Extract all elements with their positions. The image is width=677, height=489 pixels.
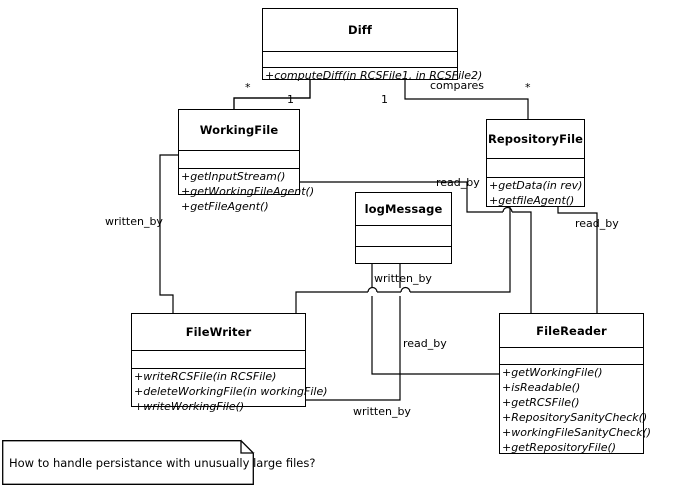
- class-name-logmessage: logMessage: [356, 193, 451, 226]
- class-attributes-logmessage: [356, 226, 451, 247]
- class-box-repositoryfile[interactable]: RepositoryFile +getData(in rev) +getfile…: [486, 119, 585, 207]
- assoc-line-hop-a: [502, 206, 513, 213]
- assoc-repositoryfile-filewriter-line-3[interactable]: [295, 291, 368, 313]
- class-name-filereader: FileReader: [500, 314, 643, 348]
- assoc-line-hop-c: [367, 286, 378, 293]
- note-outline: [3, 441, 254, 485]
- class-name-filewriter: FileWriter: [132, 314, 305, 351]
- class-attributes-repositoryfile: [487, 159, 584, 178]
- operation-item: +getWorkingFile(): [502, 366, 603, 379]
- edge-label-written-by-filewriter: written_by: [353, 405, 411, 418]
- assoc-repositoryfile-filewriter-line[interactable]: [410, 207, 511, 293]
- edge-label-read-by-workingfile: read_by: [436, 176, 480, 189]
- assoc-workingfile-filereader-line[interactable]: [300, 181, 503, 213]
- class-box-workingfile[interactable]: WorkingFile +getInputStream() +getWorkin…: [178, 109, 314, 213]
- operation-item: +getRepositoryFile(): [502, 441, 617, 454]
- multiplicity-diff-left: *: [245, 81, 251, 94]
- operation-item: +getWorkingFileAgent(): [181, 185, 315, 198]
- operation-item: +getData(in rev): [489, 179, 583, 192]
- operation-item: +workingFileSanityCheck(): [502, 426, 652, 439]
- class-attributes-filereader: [500, 348, 643, 365]
- edge-label-compares: compares: [430, 79, 484, 92]
- operation-item: +getFileAgent(): [181, 200, 269, 213]
- assoc-logmessage-filewriter-line-b[interactable]: [306, 296, 401, 401]
- operation-item: +isReadable(): [502, 381, 581, 394]
- assoc-workingfile-filewriter-line[interactable]: [159, 154, 178, 313]
- class-attributes-diff: [263, 52, 457, 68]
- class-name-workingfile: WorkingFile: [179, 110, 299, 151]
- class-operations-filereader: +getWorkingFile() +isReadable() +getRCSF…: [500, 365, 652, 455]
- assoc-diff-workingfile-elbow: [233, 80, 311, 109]
- multiplicity-workingfile: 1: [287, 93, 294, 106]
- operation-item: +writeWorkingFile(): [134, 400, 245, 413]
- assoc-workingfile-filereader-line-2[interactable]: [512, 211, 532, 313]
- class-operations-filewriter: +writeRCSFile(in RCSFile) +deleteWorking…: [132, 369, 328, 414]
- operation-item: +deleteWorkingFile(in workingFile): [134, 385, 328, 398]
- operation-item: +computeDiff(in RCSFile1, in RCSFile2): [265, 69, 483, 82]
- operation-item: +getfileAgent(): [489, 194, 575, 207]
- assoc-diff-repositoryfile-line[interactable]: [404, 80, 529, 119]
- class-box-logmessage[interactable]: logMessage: [355, 192, 452, 264]
- multiplicity-repositoryfile: *: [525, 81, 531, 94]
- class-operations-diff: +computeDiff(in RCSFile1, in RCSFile2): [263, 68, 483, 83]
- class-box-diff[interactable]: Diff +computeDiff(in RCSFile1, in RCSFil…: [262, 8, 483, 83]
- operation-item: +writeRCSFile(in RCSFile): [134, 370, 277, 383]
- class-box-filereader[interactable]: FileReader +getWorkingFile() +isReadable…: [499, 313, 652, 455]
- assoc-repositoryfile-filereader-line[interactable]: [557, 207, 598, 313]
- class-name-diff: Diff: [263, 9, 457, 52]
- note-fold-corner-icon: [241, 441, 253, 453]
- assoc-line-hop-b: [400, 286, 411, 293]
- class-operations-logmessage: [356, 247, 451, 263]
- edge-label-written-by-workingfile: written_by: [105, 215, 163, 228]
- class-attributes-workingfile: [179, 151, 299, 169]
- note-box[interactable]: How to handle persistance with unusually…: [2, 440, 315, 485]
- note-text: How to handle persistance with unusually…: [9, 456, 316, 470]
- class-box-filewriter[interactable]: FileWriter +writeRCSFile(in RCSFile) +de…: [131, 313, 328, 413]
- edge-label-read-by-repositoryfile: read_by: [575, 217, 619, 230]
- assoc-logmessage-filereader-line-b[interactable]: [371, 296, 499, 375]
- note-shape: [2, 440, 254, 485]
- operation-item: +RepositorySanityCheck(): [502, 411, 648, 424]
- multiplicity-diff-right: 1: [381, 93, 388, 106]
- class-attributes-filewriter: [132, 351, 305, 369]
- edge-label-read-by-logmessage: read_by: [403, 337, 447, 350]
- operation-item: +getRCSFile(): [502, 396, 580, 409]
- class-name-repositoryfile: RepositoryFile: [487, 120, 584, 159]
- operation-item: +getInputStream(): [181, 170, 286, 183]
- class-operations-workingfile: +getInputStream() +getWorkingFileAgent()…: [179, 169, 315, 214]
- edge-label-written-by-logmessage: written_by: [374, 272, 432, 285]
- class-operations-repositoryfile: +getData(in rev) +getfileAgent(): [487, 178, 584, 208]
